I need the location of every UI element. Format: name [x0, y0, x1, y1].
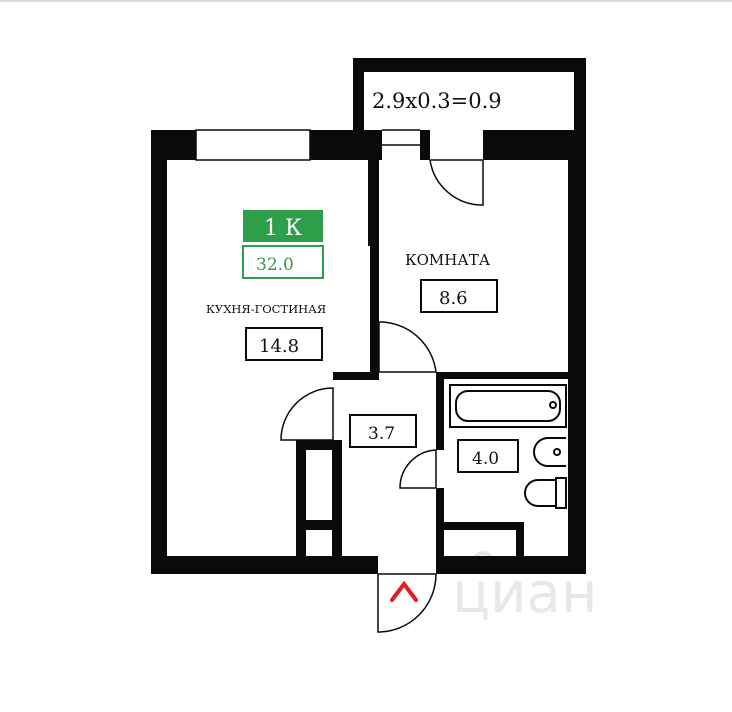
bathroom-wall-left-lower: [436, 488, 444, 574]
doors: [280, 159, 484, 633]
toilet-bowl: [524, 479, 556, 507]
bathroom-niche-right: [516, 522, 524, 562]
door-balcony: [429, 159, 484, 206]
partition-kitchen-hall: [333, 372, 379, 380]
door-room: [378, 321, 437, 373]
bathtub-drain-icon: [549, 401, 557, 409]
windows: [195, 129, 420, 161]
bathtub-basin: [455, 390, 561, 422]
wall-bottom-left: [151, 556, 378, 574]
partition-kitchen-room-upper: [368, 150, 379, 246]
bathtub: [449, 384, 567, 428]
column-middle: [296, 520, 342, 530]
wall-top-door-jamb: [420, 130, 430, 160]
sink-drain-icon: [553, 448, 561, 456]
balcony-wall-left: [353, 58, 364, 143]
door-entrance: [377, 573, 437, 633]
entrance-arrow-icon: [390, 580, 418, 602]
partition-kitchen-room-lower: [370, 246, 379, 380]
toilet-tank: [555, 477, 567, 509]
sink: [533, 437, 566, 467]
badge-total-area: 32.0: [256, 255, 294, 275]
wall-bottom-right: [436, 556, 586, 574]
bathroom-wall-top: [436, 372, 576, 379]
hall-wall-top: [296, 440, 342, 450]
wall-right: [568, 130, 586, 574]
bathroom-area-box: [457, 439, 519, 473]
bathroom-wall-left-upper: [436, 372, 444, 450]
kitchen-name: КУХНЯ-ГОСТИНАЯ: [206, 302, 326, 316]
door-bathroom: [399, 449, 437, 489]
door-kitchen: [280, 387, 334, 441]
bathroom-area: 4.0: [472, 449, 499, 469]
room-area-box: [420, 279, 498, 313]
balcony-wall-right: [574, 58, 586, 143]
kitchen-area: 14.8: [259, 336, 299, 357]
balcony-wall-top: [353, 58, 586, 72]
badge-rooms-text: 1 К: [264, 216, 302, 241]
window-kitchen: [195, 129, 311, 161]
room-name: КОМНАТА: [405, 251, 491, 269]
bathroom-niche-top: [444, 522, 524, 530]
balcony-area-label: 2.9x0.3=0.9: [372, 89, 502, 113]
apartment-badge: 1 К 32.0: [242, 210, 324, 279]
room-area: 8.6: [439, 288, 468, 309]
badge-area-box: [242, 245, 324, 279]
column-right-side: [332, 440, 342, 560]
kitchen-area-box: [245, 327, 323, 361]
hall-area-box: [349, 414, 417, 448]
wall-left: [151, 130, 167, 574]
badge-rooms-bg: [243, 210, 323, 242]
walls: [151, 58, 586, 574]
bathroom-fixtures: [449, 384, 567, 509]
hall-area: 3.7: [368, 424, 395, 444]
column-left-side: [296, 440, 306, 560]
